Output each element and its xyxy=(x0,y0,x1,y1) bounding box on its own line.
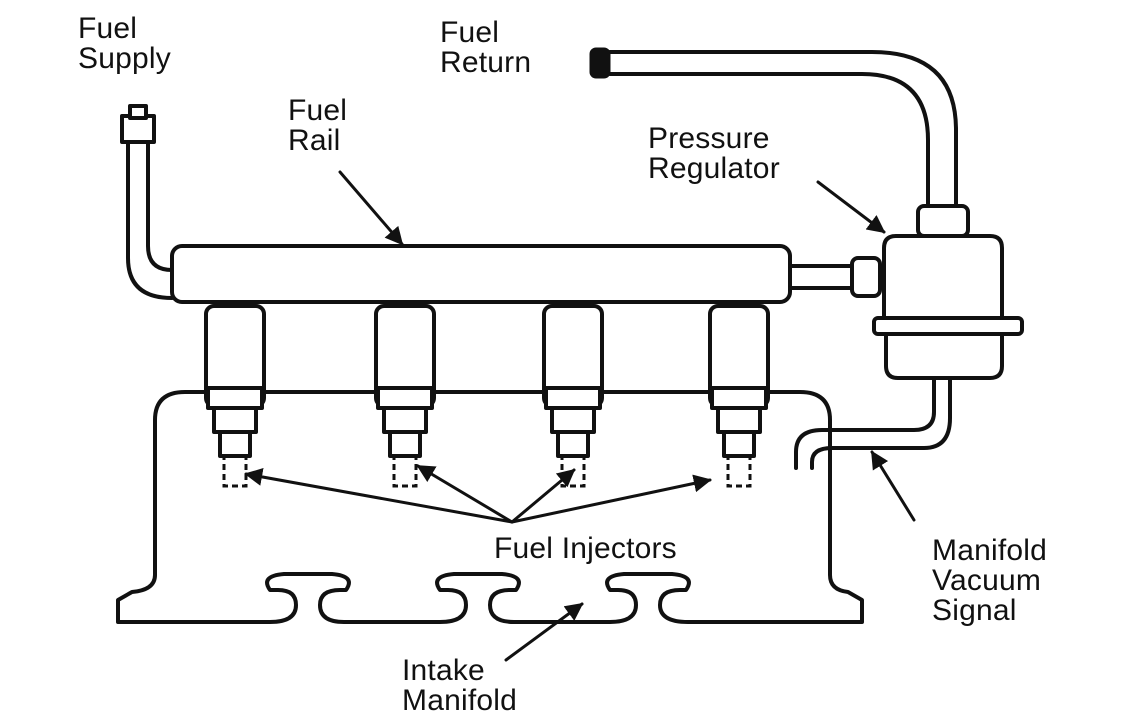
leader-arrows xyxy=(244,170,916,662)
intake-manifold-label-line-1: Intake xyxy=(402,654,485,687)
arrow-vacuum-signal xyxy=(870,450,916,522)
arrow-injector-1 xyxy=(244,468,514,524)
pressure-regulator-label-line-2: Regulator xyxy=(648,152,780,185)
intake-manifold xyxy=(116,390,864,624)
pressure-regulator-label-line-1: Pressure xyxy=(648,122,770,155)
arrow-injector-4 xyxy=(510,474,712,524)
fuel-return-pipe xyxy=(589,47,958,210)
fuel-return-label: Fuel Return xyxy=(440,18,531,78)
manifold-vacuum-signal-label-line-1: Manifold xyxy=(932,534,1047,567)
vacuum-hose xyxy=(794,378,952,470)
injector-1 xyxy=(204,304,266,488)
fuel-supply-label-line-1: Fuel xyxy=(78,12,138,45)
arrow-fuel-rail xyxy=(338,170,404,246)
fuel-supply-pipe xyxy=(120,104,174,300)
fuel-rail-label: Fuel Rail xyxy=(288,96,347,156)
pressure-regulator xyxy=(872,204,1024,380)
intake-manifold-label: Intake Manifold xyxy=(402,656,517,716)
injector-4 xyxy=(708,304,770,488)
fuel-rail-label-line-2: Rail xyxy=(288,124,341,157)
arrow-injector-2 xyxy=(416,464,514,524)
injector-2 xyxy=(374,304,436,488)
fuel-return-label-line-2: Return xyxy=(440,46,532,79)
fuel-supply-label-line-2: Supply xyxy=(78,42,171,75)
arrow-intake-manifold xyxy=(504,602,584,662)
arrow-injector-3 xyxy=(510,468,576,524)
manifold-vacuum-signal-label: Manifold Vacuum Signal xyxy=(932,536,1047,626)
pressure-regulator-label: Pressure Regulator xyxy=(648,124,780,184)
manifold-vacuum-signal-label-line-2: Vacuum xyxy=(932,564,1042,597)
fuel-return-label-line-1: Fuel xyxy=(440,16,500,49)
manifold-vacuum-signal-label-line-3: Signal xyxy=(932,594,1017,627)
fuel-supply-label: Fuel Supply xyxy=(78,14,171,74)
fuel-rail xyxy=(170,244,882,304)
injector-3 xyxy=(542,304,604,488)
fuel-injectors-label: Fuel Injectors xyxy=(494,532,677,565)
intake-manifold-label-line-2: Manifold xyxy=(402,684,517,717)
fuel-rail-label-line-1: Fuel xyxy=(288,94,348,127)
arrow-pressure-regulator xyxy=(816,180,886,234)
